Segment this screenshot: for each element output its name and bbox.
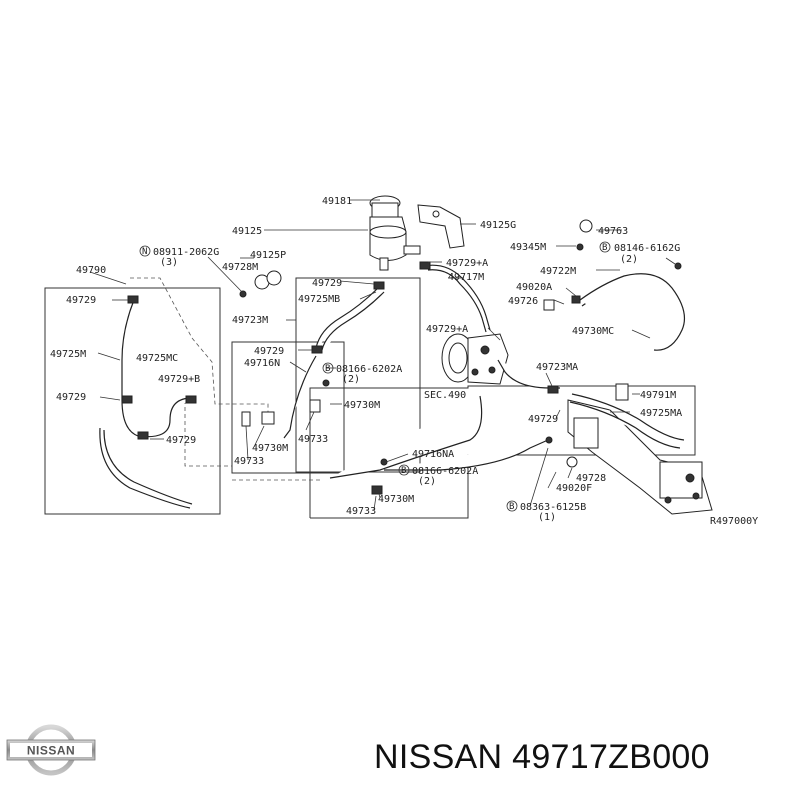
label-49733-c: 49733 — [346, 506, 376, 517]
bracket-bolt — [432, 210, 440, 218]
hose-49725MA-b — [569, 401, 681, 449]
label-ref-code: R497000Y — [710, 516, 758, 527]
marker-b-2-letter: B — [325, 364, 330, 374]
label-49125G: 49125G — [480, 220, 516, 231]
label-49725MC: 49725MC — [136, 353, 178, 364]
label-49790: 49790 — [76, 265, 106, 276]
label-49717M: 49717M — [448, 272, 484, 283]
label-49791M: 49791M — [640, 390, 676, 401]
hose-49725M — [121, 299, 139, 437]
part-number-caption: NISSAN 49717ZB000 — [374, 738, 710, 776]
marker-b-1-letter: B — [602, 243, 607, 253]
label-49730M-b: 49730M — [252, 443, 288, 454]
marker-b-4-letter: B — [509, 502, 514, 512]
label-49729A: 49729+A — [446, 258, 488, 269]
label-49725M: 49725M — [50, 349, 86, 360]
hose-49725MC — [137, 397, 193, 438]
label-49730M-a: 49730M — [344, 400, 380, 411]
marker-b-3 — [398, 464, 410, 476]
marker-n-letter: N — [142, 247, 147, 257]
hose-49725MB-b — [321, 291, 385, 351]
marker-b-3-letter: B — [401, 466, 406, 476]
reservoir — [369, 195, 421, 271]
label-49728: 49728 — [576, 473, 606, 484]
label-49733-a: 49733 — [298, 434, 328, 445]
label-49730MC: 49730MC — [572, 326, 614, 337]
label-49729-right: 49729 — [528, 414, 558, 425]
label-49726: 49726 — [508, 296, 538, 307]
pipe-49723MA — [329, 395, 483, 479]
label-49729-left: 49729 — [66, 295, 96, 306]
marker-b-4 — [506, 500, 518, 512]
label-49733-b: 49733 — [234, 456, 264, 467]
lower-right-box — [309, 385, 696, 519]
label-49723M: 49723M — [232, 315, 268, 326]
label-49725MA: 49725MA — [640, 408, 682, 419]
label-49722M: 49722M — [540, 266, 576, 277]
label-49020A: 49020A — [516, 282, 552, 293]
label-49181: 49181 — [322, 196, 352, 207]
hose-49722M-b — [579, 273, 685, 351]
leader-lines — [89, 199, 679, 511]
reservoir-bracket — [417, 204, 465, 249]
label-49345M: 49345M — [510, 242, 546, 253]
marker-b-2 — [322, 362, 334, 374]
center-lower-box — [231, 341, 345, 474]
steering-gear — [567, 399, 713, 515]
marker-b-1 — [599, 241, 611, 253]
label-49729-top: 49729 — [312, 278, 342, 289]
label-49763: 49763 — [598, 226, 628, 237]
label-08146-qty: (2) — [620, 254, 638, 265]
label-49716N: 49716N — [244, 358, 280, 369]
label-49729B: 49729+B — [158, 374, 200, 385]
label-08166-a-qty: (2) — [342, 374, 360, 385]
label-49725MB: 49725MB — [298, 294, 340, 305]
label-08363: 08363-6125B — [520, 502, 586, 513]
label-sec490: SEC.490 — [424, 390, 466, 401]
left-detail-box — [44, 287, 221, 515]
hose-49725MA — [571, 393, 685, 441]
label-49729-left2: 49729 — [56, 392, 86, 403]
label-08146: 08146-6162G — [614, 243, 680, 254]
power-steering-pump — [441, 333, 509, 385]
nissan-logo: NISSAN — [6, 724, 96, 776]
hose-49717M-b — [427, 269, 487, 333]
label-49729-bottom: 49729 — [166, 435, 196, 446]
label-08911-qty: (3) — [160, 257, 178, 268]
label-49729A-2: 49729+A — [426, 324, 468, 335]
label-49728M: 49728M — [222, 262, 258, 273]
label-49723MA: 49723MA — [536, 362, 578, 373]
marker-n — [139, 245, 151, 257]
pipe-49716N — [283, 355, 317, 439]
center-detail-box — [295, 277, 421, 473]
label-08166-b: 08166-6202A — [412, 466, 478, 477]
label-49125P: 49125P — [250, 250, 286, 261]
label-08166-b-qty: (2) — [418, 476, 436, 487]
label-49020F: 49020F — [556, 483, 592, 494]
guide-dash-1 — [130, 277, 269, 412]
label-49729-mid: 49729 — [254, 346, 284, 357]
label-49125: 49125 — [232, 226, 262, 237]
label-08911: 08911-2062G — [153, 247, 219, 258]
belt-49790-inner — [103, 429, 193, 505]
label-08363-qty: (1) — [538, 512, 556, 523]
logo-text: NISSAN — [27, 744, 75, 758]
guide-dash-2 — [184, 400, 232, 467]
clamps — [121, 219, 682, 495]
label-49730M-c: 49730M — [378, 494, 414, 505]
pipe-49716NA — [384, 439, 549, 471]
logo-bar-inner — [10, 743, 92, 757]
label-08166-a: 08166-6202A — [336, 364, 402, 375]
label-49716NA: 49716NA — [412, 449, 454, 460]
